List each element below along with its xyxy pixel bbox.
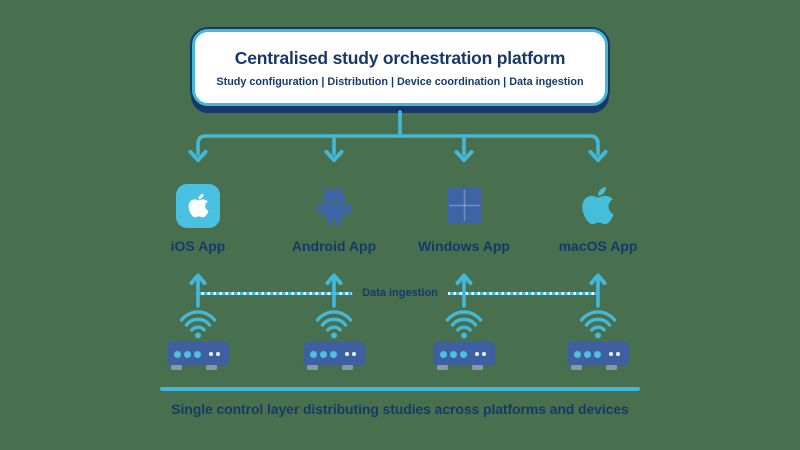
ingestion-arrows bbox=[189, 273, 607, 308]
wifi-router-icon bbox=[430, 306, 498, 370]
wifi-signal-icon bbox=[315, 310, 353, 339]
android-icon bbox=[316, 185, 352, 226]
arrow-down-icon bbox=[454, 150, 474, 162]
windows-icon bbox=[446, 188, 482, 223]
wifi-signal-icon bbox=[445, 310, 483, 339]
arrow-up-icon bbox=[189, 273, 207, 285]
ios-app-icon bbox=[176, 183, 220, 228]
platform-label: iOS App bbox=[170, 238, 226, 254]
data-ingestion-label: Data ingestion bbox=[352, 285, 448, 301]
wifi-signal-icon bbox=[579, 310, 617, 339]
arrow-down-icon bbox=[588, 150, 608, 162]
wifi-router-icon bbox=[164, 306, 232, 370]
platform-box: Centralised study orchestration platform… bbox=[192, 29, 608, 106]
distribution-arrows bbox=[188, 110, 608, 162]
wifi-router-icon bbox=[300, 306, 368, 370]
platform-column-macos: macOS App bbox=[533, 182, 663, 254]
wifi-signal-icon bbox=[179, 310, 217, 339]
platform-label: Windows App bbox=[418, 238, 510, 254]
platform-box-title: Centralised study orchestration platform bbox=[234, 47, 566, 68]
router-body bbox=[433, 342, 495, 370]
arrow-up-icon bbox=[455, 273, 473, 285]
macos-apple-icon bbox=[582, 186, 614, 225]
router-body bbox=[167, 342, 229, 370]
router-body bbox=[567, 342, 629, 370]
router-body bbox=[303, 342, 365, 370]
platform-column-windows: Windows App bbox=[399, 182, 529, 254]
bottom-divider-line bbox=[160, 387, 640, 391]
platform-column-ios: iOS App bbox=[133, 182, 263, 254]
arrow-down-icon bbox=[324, 150, 344, 162]
wifi-router-icon bbox=[564, 306, 632, 370]
platform-column-android: Android App bbox=[269, 182, 399, 254]
arrow-up-icon bbox=[325, 273, 343, 285]
arrow-down-icon bbox=[188, 150, 208, 162]
platform-box-subtitle: Study configuration | Distribution | Dev… bbox=[216, 75, 584, 88]
caption-text: Single control layer distributing studie… bbox=[171, 401, 629, 417]
arrow-up-icon bbox=[589, 273, 607, 285]
platform-label: macOS App bbox=[558, 238, 638, 254]
platform-label: Android App bbox=[291, 238, 377, 254]
